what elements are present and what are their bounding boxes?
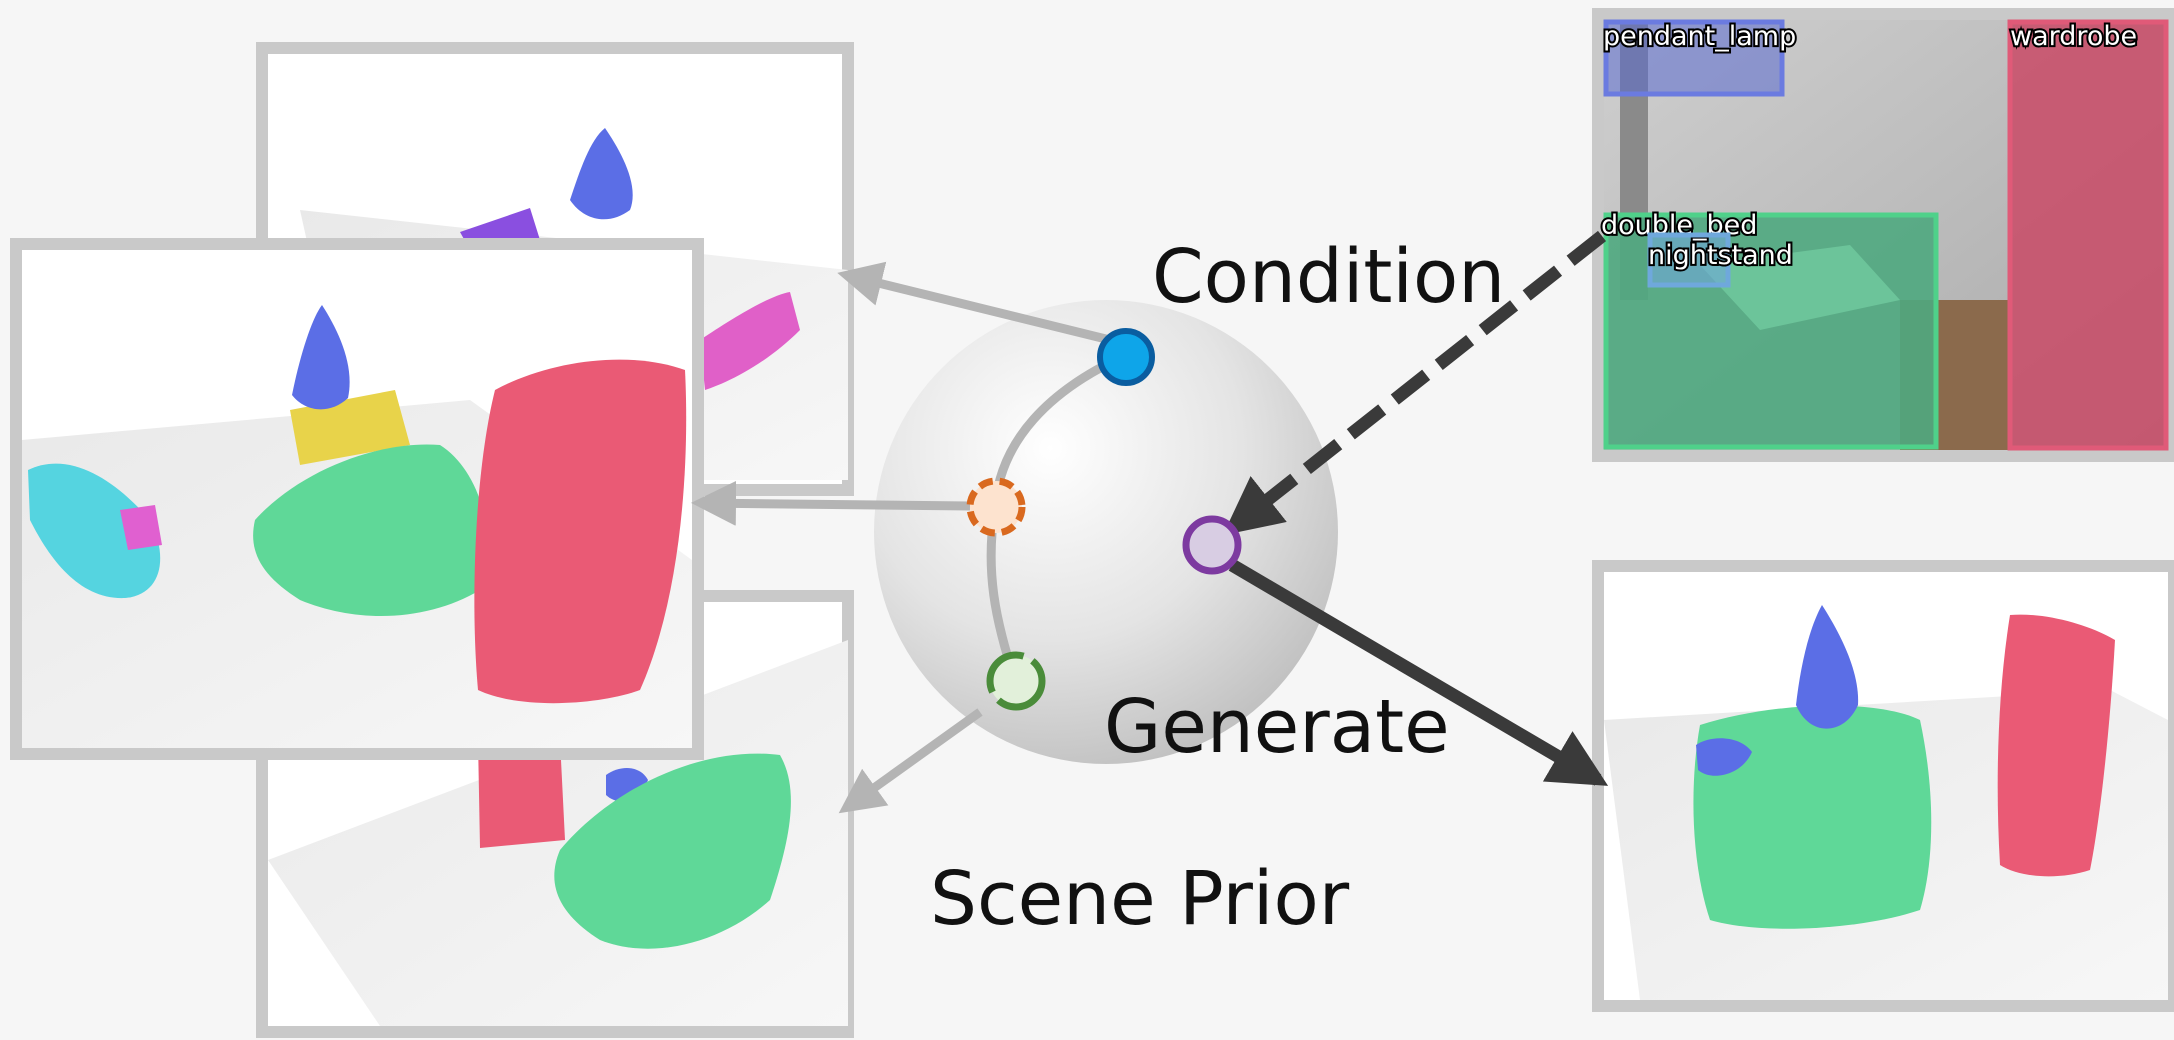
detection-box-wardrobe (2007, 19, 2169, 451)
scene-prior-label: Scene Prior (930, 856, 1350, 942)
arrow-to-front-panel (691, 480, 971, 526)
latent-node-blue (1097, 328, 1155, 386)
detection-label-wardrobe: wardrobe (2010, 21, 2137, 52)
detection-box-nightstand (1647, 232, 1731, 288)
latent-sphere (874, 300, 1338, 764)
latent-node-orange (966, 477, 1026, 537)
detection-label-pendant-lamp: pendant_lamp (1603, 21, 1796, 52)
generated-render-panel (1592, 560, 2174, 1012)
latent-node-purple (1182, 515, 1242, 575)
arrow-to-bottom-panel (838, 708, 983, 814)
detection-box-double-bed (1603, 212, 1939, 450)
detection-label-nightstand: nightstand (1648, 240, 1793, 271)
generate-label: Generate (1104, 684, 1450, 770)
arrow-to-top-panel (837, 261, 1112, 345)
detection-box-pendant-lamp (1603, 19, 1785, 97)
render-panel-front (10, 238, 704, 760)
condition-arrow (1222, 230, 1607, 536)
generate-arrow (1228, 559, 1609, 786)
condition-photo-panel: pendant_lamp wardrobe double_bed nightst… (1592, 8, 2174, 462)
condition-label: Condition (1152, 234, 1506, 320)
latent-node-green (986, 651, 1046, 711)
